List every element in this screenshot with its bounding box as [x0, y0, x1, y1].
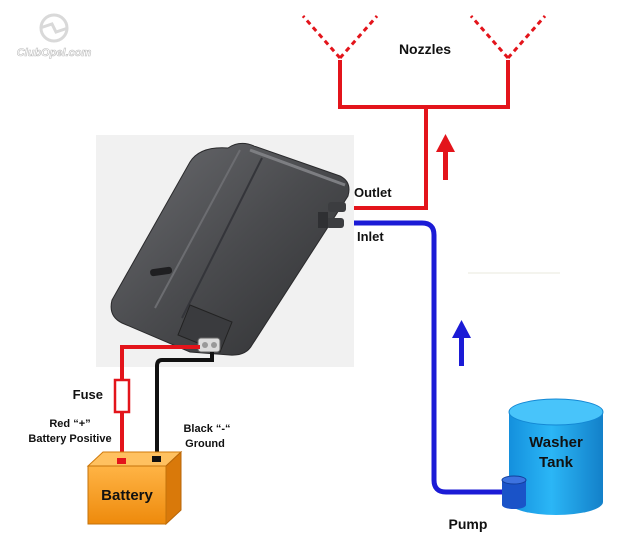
washer-tank: Washer Tank	[508, 398, 604, 515]
ground-label: Ground	[185, 438, 225, 450]
inlet-flow-up-arrow-icon	[452, 320, 471, 366]
right-nozzle-y-spray-icon	[469, 15, 547, 59]
battery: Battery	[86, 450, 183, 526]
logo-text: ClubOpel.com	[17, 47, 92, 59]
fuse-label: Fuse	[73, 387, 103, 402]
red-terminal-label: Red “+”	[49, 418, 90, 430]
washer-tank-label-line1: Washer	[529, 434, 583, 451]
fuse-icon	[113, 378, 131, 414]
washer-tank-label-line2: Tank	[539, 454, 574, 471]
power-connector	[197, 337, 221, 353]
clubopel-logo: ClubOpel.com	[16, 13, 92, 59]
battery-label: Battery	[101, 487, 153, 504]
outlet-hose	[338, 60, 510, 210]
left-nozzle-y-spray-icon	[301, 15, 379, 59]
positive-wire	[120, 345, 200, 380]
inlet-hose	[344, 220, 505, 495]
pump-label: Pump	[449, 516, 488, 532]
washer-fluid-heater-unit	[96, 135, 354, 367]
battery-positive-label: Battery Positive	[28, 433, 111, 445]
inlet-label: Inlet	[357, 229, 384, 244]
pump	[501, 475, 527, 509]
outlet-label: Outlet	[354, 185, 392, 200]
ground-wire	[155, 352, 214, 460]
outlet-flow-up-arrow-icon	[436, 134, 455, 180]
nozzles-label: Nozzles	[399, 41, 451, 57]
outlet-port	[328, 202, 346, 212]
inlet-port	[326, 218, 344, 228]
black-terminal-label: Black “-“	[183, 423, 230, 435]
